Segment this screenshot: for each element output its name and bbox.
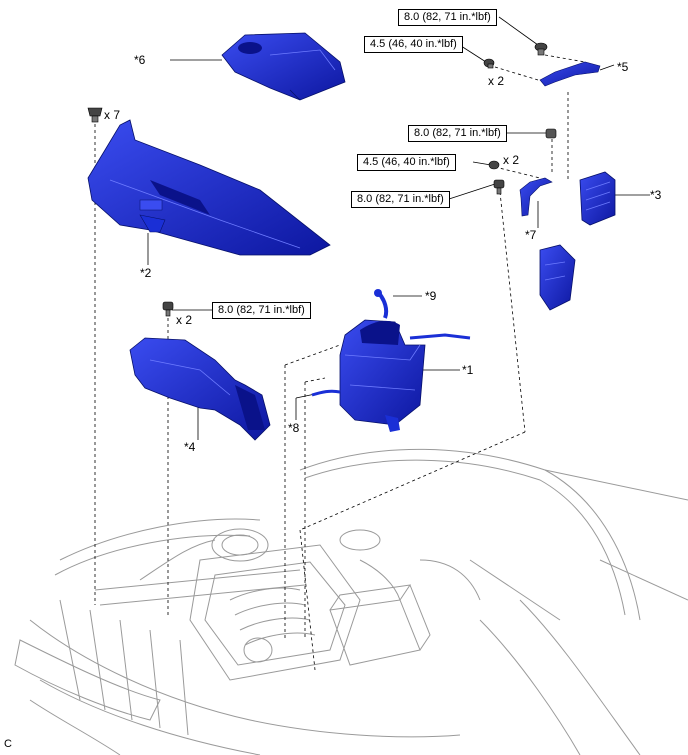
- torque-spec-box: 8.0 (82, 71 in.*lbf): [398, 9, 497, 26]
- bolt-icon: [534, 42, 548, 56]
- bolt-icon: [545, 128, 557, 139]
- part-label-5: *5: [617, 60, 629, 74]
- part-label-6: *6: [134, 53, 146, 67]
- part-label-1: *1: [462, 363, 474, 377]
- torque-spec-box: 4.5 (46, 40 in.*lbf): [357, 154, 456, 171]
- radiator-support-cover-part-2: [87, 119, 331, 256]
- bracket-part-7: [519, 177, 553, 217]
- part-label-2: *2: [140, 266, 152, 280]
- bolt-icon: [87, 107, 103, 123]
- part-label-4: *4: [184, 440, 196, 454]
- air-inlet-duct-part-4: [129, 337, 271, 441]
- bolt-icon: [488, 160, 500, 170]
- engine-cover-part-6: [221, 32, 346, 101]
- torque-spec-box: 4.5 (46, 40 in.*lbf): [364, 36, 463, 53]
- figure-code: C: [4, 738, 12, 750]
- part-label-7: *7: [525, 228, 537, 242]
- hose-part-8: [311, 389, 341, 397]
- bolt-icon: [162, 301, 174, 317]
- quantity-label: x 2: [176, 313, 193, 327]
- part-label-3: *3: [650, 188, 662, 202]
- hose-part-9: [374, 289, 389, 319]
- part-label-8: *8: [288, 421, 300, 435]
- quantity-label: x 2: [503, 153, 520, 167]
- bolt-icons: [87, 42, 557, 317]
- air-cleaner-box-part-1: [339, 319, 471, 432]
- vehicle-engine-bay-illustration: [14, 448, 688, 755]
- torque-spec-box: 8.0 (82, 71 in.*lbf): [212, 302, 311, 319]
- torque-spec-box: 8.0 (82, 71 in.*lbf): [351, 191, 450, 208]
- torque-spec-box: 8.0 (82, 71 in.*lbf): [408, 125, 507, 142]
- bolt-icon: [493, 179, 505, 195]
- bolt-icon: [483, 58, 495, 69]
- quantity-label: x 2: [488, 74, 505, 88]
- part-label-9: *9: [425, 289, 437, 303]
- quantity-label: x 7: [104, 108, 121, 122]
- bracket-part-5: [539, 61, 601, 87]
- ecu-module-part-3: [539, 171, 616, 311]
